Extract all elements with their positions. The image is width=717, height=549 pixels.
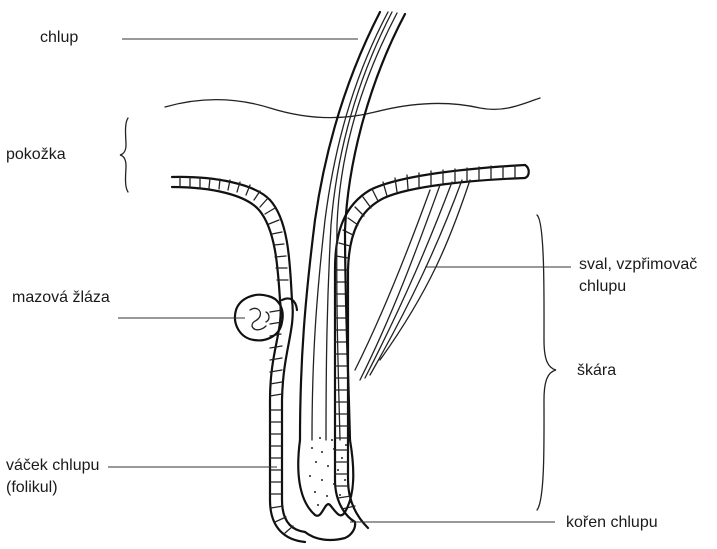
sebaceous-gland-detail xyxy=(250,308,269,329)
arrector-muscle-2 xyxy=(365,182,452,378)
label-koren: kořen chlupu xyxy=(566,513,658,533)
dermis-brace xyxy=(537,215,556,510)
label-skara: škára xyxy=(577,361,616,381)
label-chlup: chlup xyxy=(40,28,78,48)
label-vacek-line2: (folikul) xyxy=(6,478,58,498)
epidermis-left-hatch xyxy=(180,177,293,533)
epidermis-brace xyxy=(120,118,128,192)
hair-shaft-right xyxy=(345,14,405,440)
epidermis-right-inner xyxy=(348,178,525,528)
epidermis-right-outer xyxy=(335,165,525,522)
bulb-dots xyxy=(309,437,347,506)
hair-bulb-inner xyxy=(298,440,353,516)
sebaceous-duct xyxy=(282,298,297,310)
epidermis-left-outer xyxy=(172,177,305,532)
label-pokozka: pokožka xyxy=(6,145,66,165)
hair-bulb xyxy=(305,522,355,540)
epidermis-right-cap xyxy=(525,165,529,178)
label-sval-line1: sval, vzpřimovač xyxy=(579,255,697,275)
arrector-muscle-3 xyxy=(370,180,462,375)
label-mazova-zlaza: mazová žláza xyxy=(12,288,110,308)
label-vacek-line1: váček chlupu xyxy=(6,456,99,476)
label-sval-line2: chlupu xyxy=(579,277,626,297)
